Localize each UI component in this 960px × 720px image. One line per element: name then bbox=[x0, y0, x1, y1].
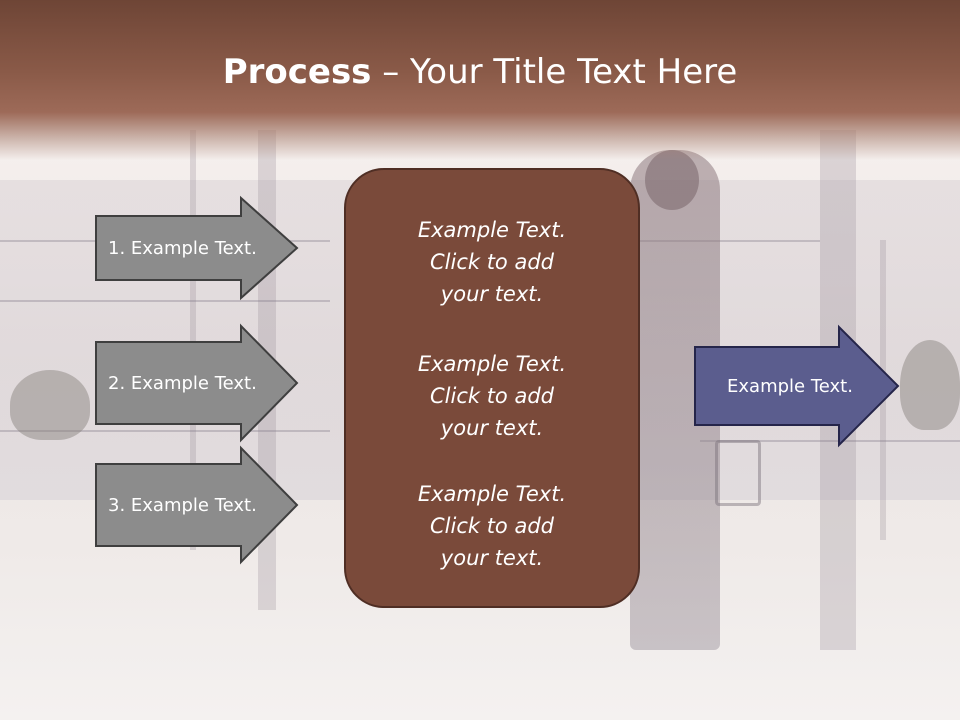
background-rail bbox=[700, 440, 960, 442]
background-person-head bbox=[645, 150, 699, 210]
left-arrow-3-label: 3. Example Text. bbox=[108, 494, 257, 516]
background-suitcase bbox=[715, 440, 761, 506]
center-text-line: your text. bbox=[440, 416, 544, 440]
center-text-box[interactable]: Example Text. Click to add your text. Ex… bbox=[344, 168, 640, 608]
right-arrow[interactable]: Example Text. bbox=[694, 324, 900, 448]
center-text-item-3[interactable]: Example Text. Click to add your text. bbox=[346, 478, 638, 574]
center-text-line: Example Text. bbox=[417, 352, 567, 376]
left-arrow-2-shape bbox=[95, 323, 299, 443]
left-arrow-3-shape bbox=[95, 445, 299, 565]
left-arrow-1-shape bbox=[95, 195, 299, 301]
center-text-line: Click to add bbox=[429, 250, 554, 274]
background-plant bbox=[900, 340, 960, 430]
title-bold: Process bbox=[222, 52, 372, 92]
right-arrow-shape bbox=[694, 324, 900, 448]
center-text-line: Click to add bbox=[429, 514, 554, 538]
center-text-item-2[interactable]: Example Text. Click to add your text. bbox=[346, 348, 638, 444]
title-band bbox=[0, 0, 960, 160]
left-arrow-3[interactable]: 3. Example Text. bbox=[95, 445, 299, 565]
background-rail bbox=[640, 240, 820, 242]
left-arrow-2[interactable]: 2. Example Text. bbox=[95, 323, 299, 443]
left-arrow-1-label: 1. Example Text. bbox=[108, 237, 257, 259]
left-arrow-2-label: 2. Example Text. bbox=[108, 372, 257, 394]
background-rail bbox=[0, 300, 330, 302]
center-text-line: Example Text. bbox=[417, 482, 567, 506]
background-rail bbox=[0, 430, 330, 432]
title-rest: – Your Title Text Here bbox=[371, 52, 738, 92]
background-pillar bbox=[190, 130, 196, 550]
center-text-line: Click to add bbox=[429, 384, 554, 408]
center-text-line: your text. bbox=[440, 282, 544, 306]
center-text-item-1[interactable]: Example Text. Click to add your text. bbox=[346, 214, 638, 310]
right-arrow-label: Example Text. bbox=[727, 375, 853, 397]
slide-title[interactable]: Process – Your Title Text Here bbox=[0, 52, 960, 92]
background-plant bbox=[10, 370, 90, 440]
center-text-line: Example Text. bbox=[417, 218, 567, 242]
left-arrow-1[interactable]: 1. Example Text. bbox=[95, 195, 299, 301]
center-text-line: your text. bbox=[440, 546, 544, 570]
